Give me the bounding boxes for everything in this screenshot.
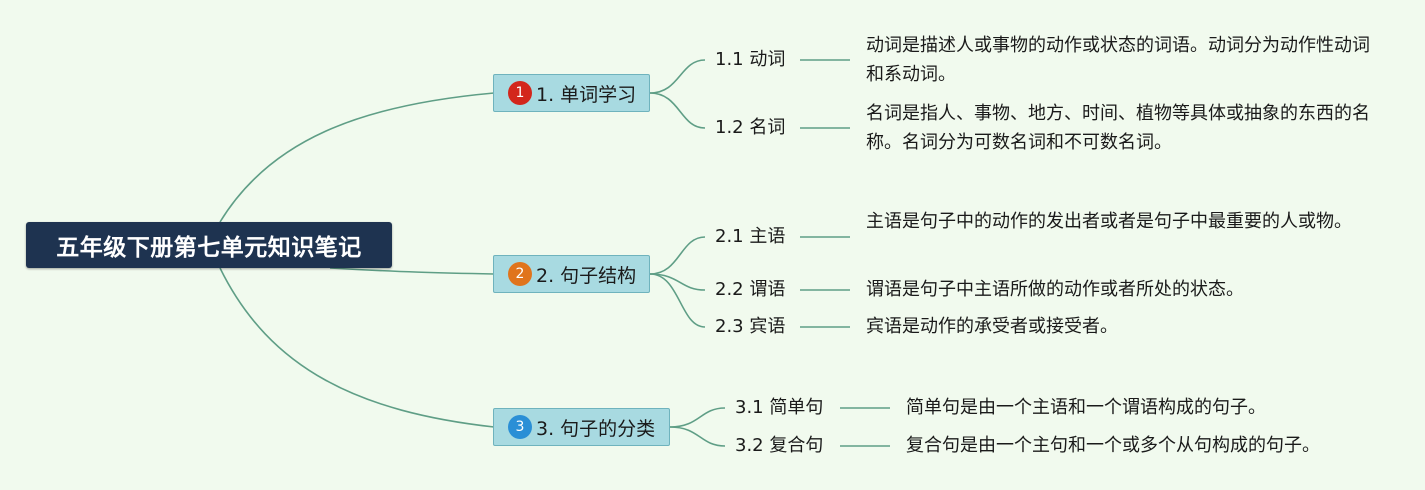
priority-2-icon: 2 <box>508 262 532 286</box>
priority-1-icon: 1 <box>508 81 532 105</box>
subtopic-3-1-desc[interactable]: 简单句是由一个主语和一个谓语构成的句子。 <box>906 397 1266 418</box>
subtopic-2-3[interactable]: 2.3 宾语 <box>715 316 786 337</box>
link-b3-s2 <box>669 426 726 447</box>
subtopic-1-2[interactable]: 1.2 名词 <box>715 117 786 138</box>
priority-3-icon: 3 <box>508 415 532 439</box>
subtopic-1-2-desc[interactable]: 名词是指人、事物、地方、时间、植物等具体或抽象的东西的名称。名词分为可数名词和不… <box>866 103 1370 153</box>
subtopic-1-1[interactable]: 1.1 动词 <box>715 49 786 70</box>
subtopic-2-2[interactable]: 2.2 谓语 <box>715 279 786 300</box>
link-b3-s1 <box>669 407 726 428</box>
branch-2-topic[interactable]: 2 2. 句子结构 <box>493 255 650 293</box>
branch-1-topic[interactable]: 1 1. 单词学习 <box>493 74 650 112</box>
root-topic-title: 五年级下册第七单元知识笔记 <box>56 235 362 261</box>
branch-1-label: 1. 单词学习 <box>536 83 637 106</box>
link-root-branch-2 <box>329 267 495 275</box>
link-b2-s3 <box>649 273 706 328</box>
root-topic[interactable]: 五年级下册第七单元知识笔记 <box>26 222 392 268</box>
branch-3-label: 3. 句子的分类 <box>536 417 656 440</box>
subtopic-1-1-desc[interactable]: 动词是描述人或事物的动作或状态的词语。动词分为动作性动词和系动词。 <box>866 35 1370 85</box>
subtopic-3-2[interactable]: 3.2 复合句 <box>735 435 824 456</box>
link-root-branch-3 <box>219 267 495 428</box>
subtopic-2-1[interactable]: 2.1 主语 <box>715 226 786 247</box>
subtopic-3-1[interactable]: 3.1 简单句 <box>735 397 824 418</box>
subtopic-3-2-desc[interactable]: 复合句是由一个主句和一个或多个从句构成的句子。 <box>906 435 1320 456</box>
link-b2-s1 <box>649 236 706 275</box>
link-b1-s1 <box>649 59 706 94</box>
branch-3-topic[interactable]: 3 3. 句子的分类 <box>493 408 670 446</box>
subtopic-2-3-desc[interactable]: 宾语是动作的承受者或接受者。 <box>866 316 1118 337</box>
link-root-branch-1 <box>219 92 495 223</box>
subtopic-2-1-desc[interactable]: 主语是句子中的动作的发出者或者是句子中最重要的人或物。 <box>866 211 1352 232</box>
link-b1-s2 <box>649 92 706 129</box>
branch-2-label: 2. 句子结构 <box>536 264 637 287</box>
subtopic-2-2-desc[interactable]: 谓语是句子中主语所做的动作或者所处的状态。 <box>866 279 1244 300</box>
